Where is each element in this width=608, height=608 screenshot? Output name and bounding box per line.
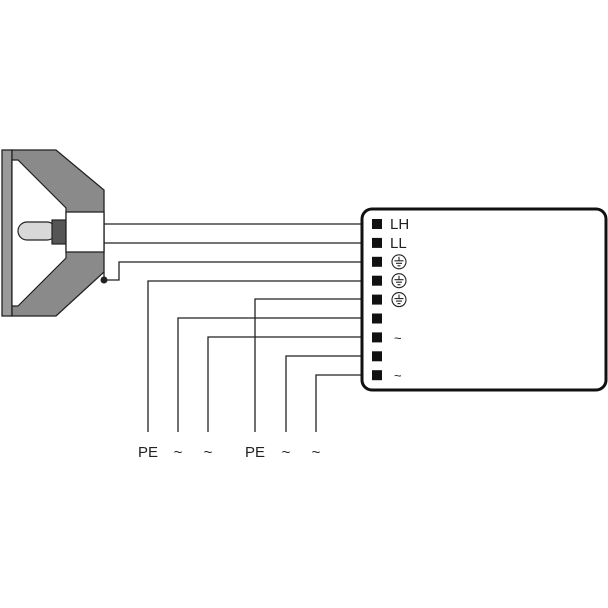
lamp-socket (51, 219, 67, 245)
supply-label-5: ~ (282, 444, 291, 461)
terminal-label-7: ~ (394, 330, 402, 345)
terminal-4 (372, 275, 382, 286)
terminal-8 (372, 351, 382, 362)
wire-l-1 (207, 336, 372, 432)
wire-pe-1 (147, 280, 372, 432)
terminal-2 (372, 237, 382, 248)
wire-l-2 (315, 374, 372, 432)
terminal-label-2: LL (390, 235, 407, 252)
terminal-5 (372, 294, 382, 305)
lamp-back-plate (1, 149, 13, 317)
lamp-connector (65, 211, 105, 253)
ballast: LH LL ~ ~ (360, 207, 608, 392)
terminal-6 (372, 313, 382, 324)
earth-icon (391, 273, 407, 289)
ballast-box (360, 207, 608, 392)
supply-label-3: ~ (204, 444, 213, 461)
lamp (1, 149, 105, 317)
wire-n-2 (285, 355, 372, 432)
earth-icon (391, 254, 407, 270)
supply-label-4: PE (245, 444, 265, 461)
terminal-label-1: LH (390, 216, 409, 233)
terminal-7 (372, 332, 382, 343)
supply-label-1: PE (138, 444, 158, 461)
wire-junction-dot (100, 276, 108, 284)
supply-labels: PE ~ ~ PE ~ ~ (138, 444, 321, 461)
lamp-bulb (17, 221, 57, 241)
wire-n-1 (177, 317, 372, 432)
supply-label-2: ~ (174, 444, 183, 461)
terminal-block: LH LL ~ ~ (372, 216, 409, 383)
supply-label-6: ~ (312, 444, 321, 461)
wire-pe-2 (254, 298, 372, 432)
terminal-3 (372, 256, 382, 267)
earth-icon (391, 292, 407, 308)
wire-lamp-earth (103, 261, 372, 281)
wires (100, 223, 372, 432)
terminal-label-9: ~ (394, 368, 402, 383)
terminal-9 (372, 370, 382, 381)
terminal-1 (372, 219, 382, 229)
